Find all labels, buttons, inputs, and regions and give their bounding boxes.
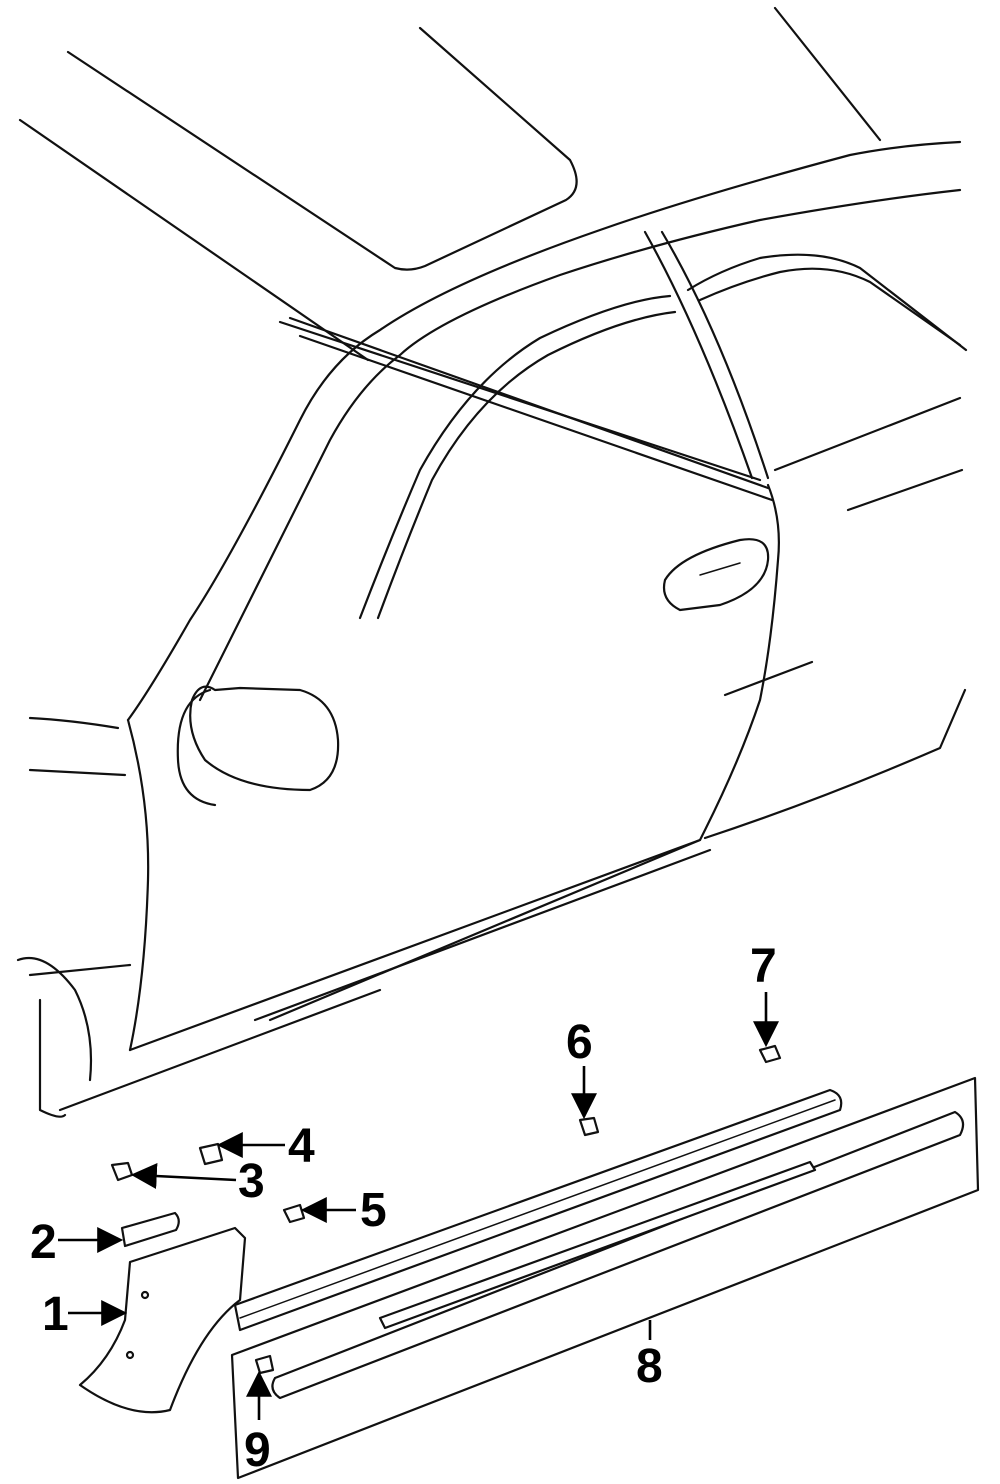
- rear-roof-line: [773, 6, 882, 142]
- rear-window-frame: [686, 253, 968, 352]
- callout-7-label: 7: [750, 940, 777, 993]
- door-belt-lower: [298, 334, 774, 502]
- wheel-arch-inner: [38, 998, 67, 1118]
- callout-1-label: 1: [42, 1288, 69, 1341]
- body-lower-edge: [58, 988, 382, 1112]
- callout-6-label: 6: [566, 1016, 593, 1069]
- rear-window-frame-inner: [698, 267, 962, 347]
- wheel-arch: [16, 956, 93, 1082]
- front-fender-top: [28, 716, 120, 730]
- roof-line: [18, 118, 370, 362]
- b-pillar: [643, 230, 754, 480]
- sill-upper: [128, 838, 702, 1052]
- rear-quarter-line: [703, 688, 967, 840]
- vehicle-body-outline: [16, 6, 968, 1118]
- part-2-shape: [120, 1211, 180, 1248]
- callout-3-label: 3: [238, 1155, 265, 1208]
- part-5-shape: [282, 1203, 306, 1224]
- callout-6: 6: [566, 1016, 597, 1120]
- a-pillar-lower: [126, 718, 150, 1052]
- door-handle-inner: [699, 562, 741, 576]
- callout-9: 9: [244, 1370, 272, 1477]
- callout-3: 3: [130, 1155, 265, 1208]
- callout-8: 8: [636, 1320, 663, 1393]
- door-outline: [268, 483, 780, 1022]
- rear-belt-line: [773, 396, 962, 472]
- front-fender-line: [28, 768, 127, 777]
- part-1-hole-bottom: [125, 1350, 135, 1360]
- roof-rail-inner: [198, 188, 962, 702]
- part-1-shape: [78, 1226, 247, 1414]
- callout-9-label: 9: [244, 1424, 271, 1477]
- b-pillar-inner: [660, 230, 770, 480]
- part-3-shape: [110, 1161, 134, 1182]
- callout-2-label: 2: [30, 1216, 57, 1269]
- part-1-hole-top: [140, 1290, 150, 1300]
- sill-molding-rail-edge: [239, 1099, 836, 1319]
- side-mirror: [189, 685, 340, 792]
- callout-1: 1: [42, 1288, 128, 1341]
- part-8-inner-strip: [378, 1160, 817, 1330]
- sunroof-outline: [66, 26, 578, 271]
- rear-body-crease: [846, 468, 964, 512]
- sill-lower: [253, 848, 712, 1022]
- callout-7: 7: [750, 940, 779, 1048]
- callout-4: 4: [216, 1120, 315, 1173]
- front-window-opening-inner: [376, 310, 677, 620]
- mirror-base: [176, 688, 217, 807]
- fender-lower: [28, 963, 132, 977]
- door-belt-line: [278, 320, 762, 482]
- part-4-shape: [198, 1142, 224, 1166]
- part-8-molding: [271, 1110, 965, 1400]
- door-handle: [662, 538, 770, 612]
- callout-3-arrow: [130, 1163, 237, 1190]
- callout-8-label: 8: [636, 1340, 663, 1393]
- door-belt-upper: [288, 316, 770, 490]
- callout-4-label: 4: [288, 1120, 315, 1173]
- parts: [78, 1044, 980, 1480]
- sill-molding-rail: [233, 1088, 843, 1332]
- roof-rail-outer: [126, 140, 962, 722]
- part-7-shape: [758, 1044, 782, 1064]
- callout-5: 5: [300, 1184, 387, 1237]
- part-9-shape: [254, 1354, 275, 1375]
- callout-5-label: 5: [360, 1184, 387, 1237]
- callout-2: 2: [30, 1216, 124, 1269]
- door-crease: [723, 660, 814, 697]
- front-window-opening: [358, 294, 672, 620]
- part-6-shape: [578, 1116, 600, 1137]
